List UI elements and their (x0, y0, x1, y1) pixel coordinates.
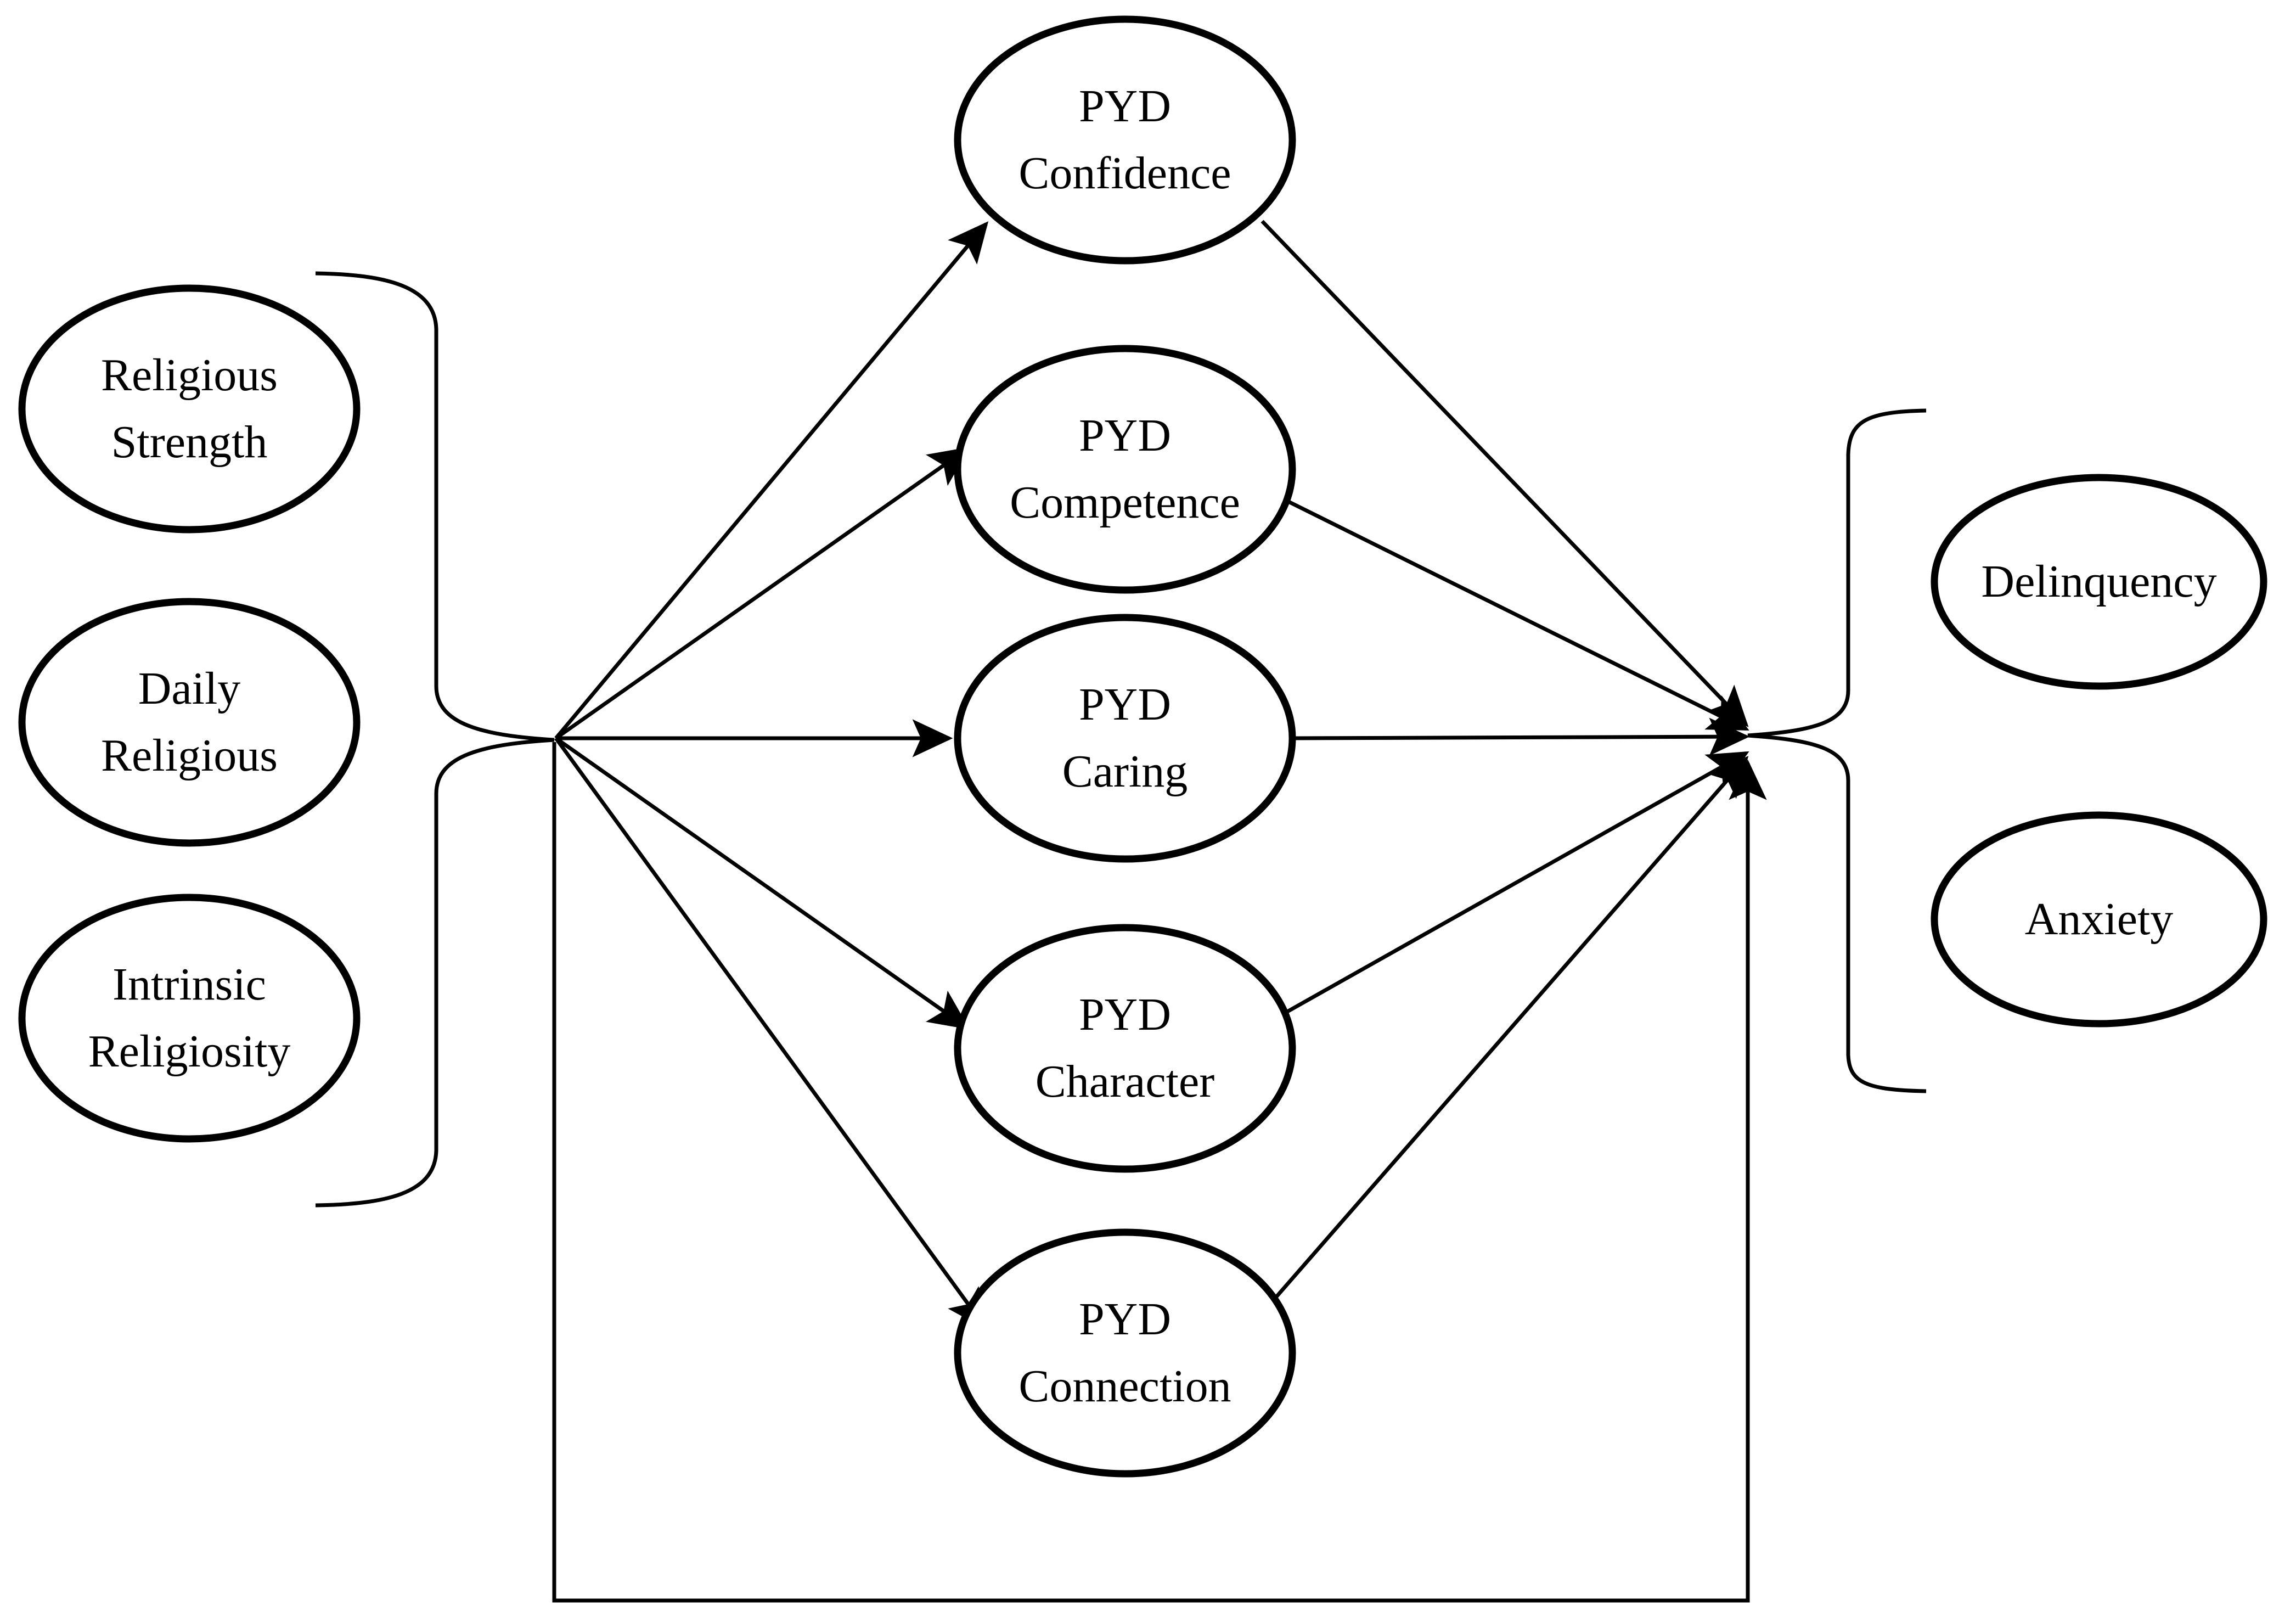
edge-hub-to-pyd-connection (554, 737, 987, 1330)
node-ellipses (18, 15, 2267, 1478)
edge-pyd-connection-to-hub (1258, 756, 1749, 1318)
ellipse-delinquency (1931, 474, 2267, 690)
ellipse-pyd-connection (954, 1228, 1296, 1478)
ellipse-intrinsic-religiosity (18, 894, 361, 1143)
ellipse-pyd-caring (954, 614, 1296, 863)
edge-hub-to-pyd-confidence (554, 221, 989, 740)
mediator-to-outcome-edges (1258, 220, 1750, 1318)
edge-pyd-caring-to-hub (1292, 717, 1750, 756)
ellipse-pyd-confidence (954, 15, 1296, 265)
edge-pyd-confidence-to-hub (1260, 220, 1749, 727)
edge-hub-to-pyd-character (554, 737, 970, 1030)
ellipse-daily-religious (18, 598, 361, 847)
direct-effect-path (552, 742, 1767, 1603)
ellipse-pyd-competence (954, 345, 1296, 594)
edge-pyd-competence-to-hub (1278, 495, 1749, 731)
edge-hub-to-pyd-competence (554, 447, 970, 740)
left-brace (315, 271, 555, 1208)
edge-pyd-character-to-hub (1278, 751, 1749, 1019)
ellipse-pyd-character (954, 924, 1296, 1173)
ellipse-religious-strength (18, 284, 361, 534)
predictor-to-mediator-edges (554, 221, 989, 1330)
ellipse-anxiety (1931, 811, 2267, 1028)
right-brace (1747, 408, 1927, 1093)
